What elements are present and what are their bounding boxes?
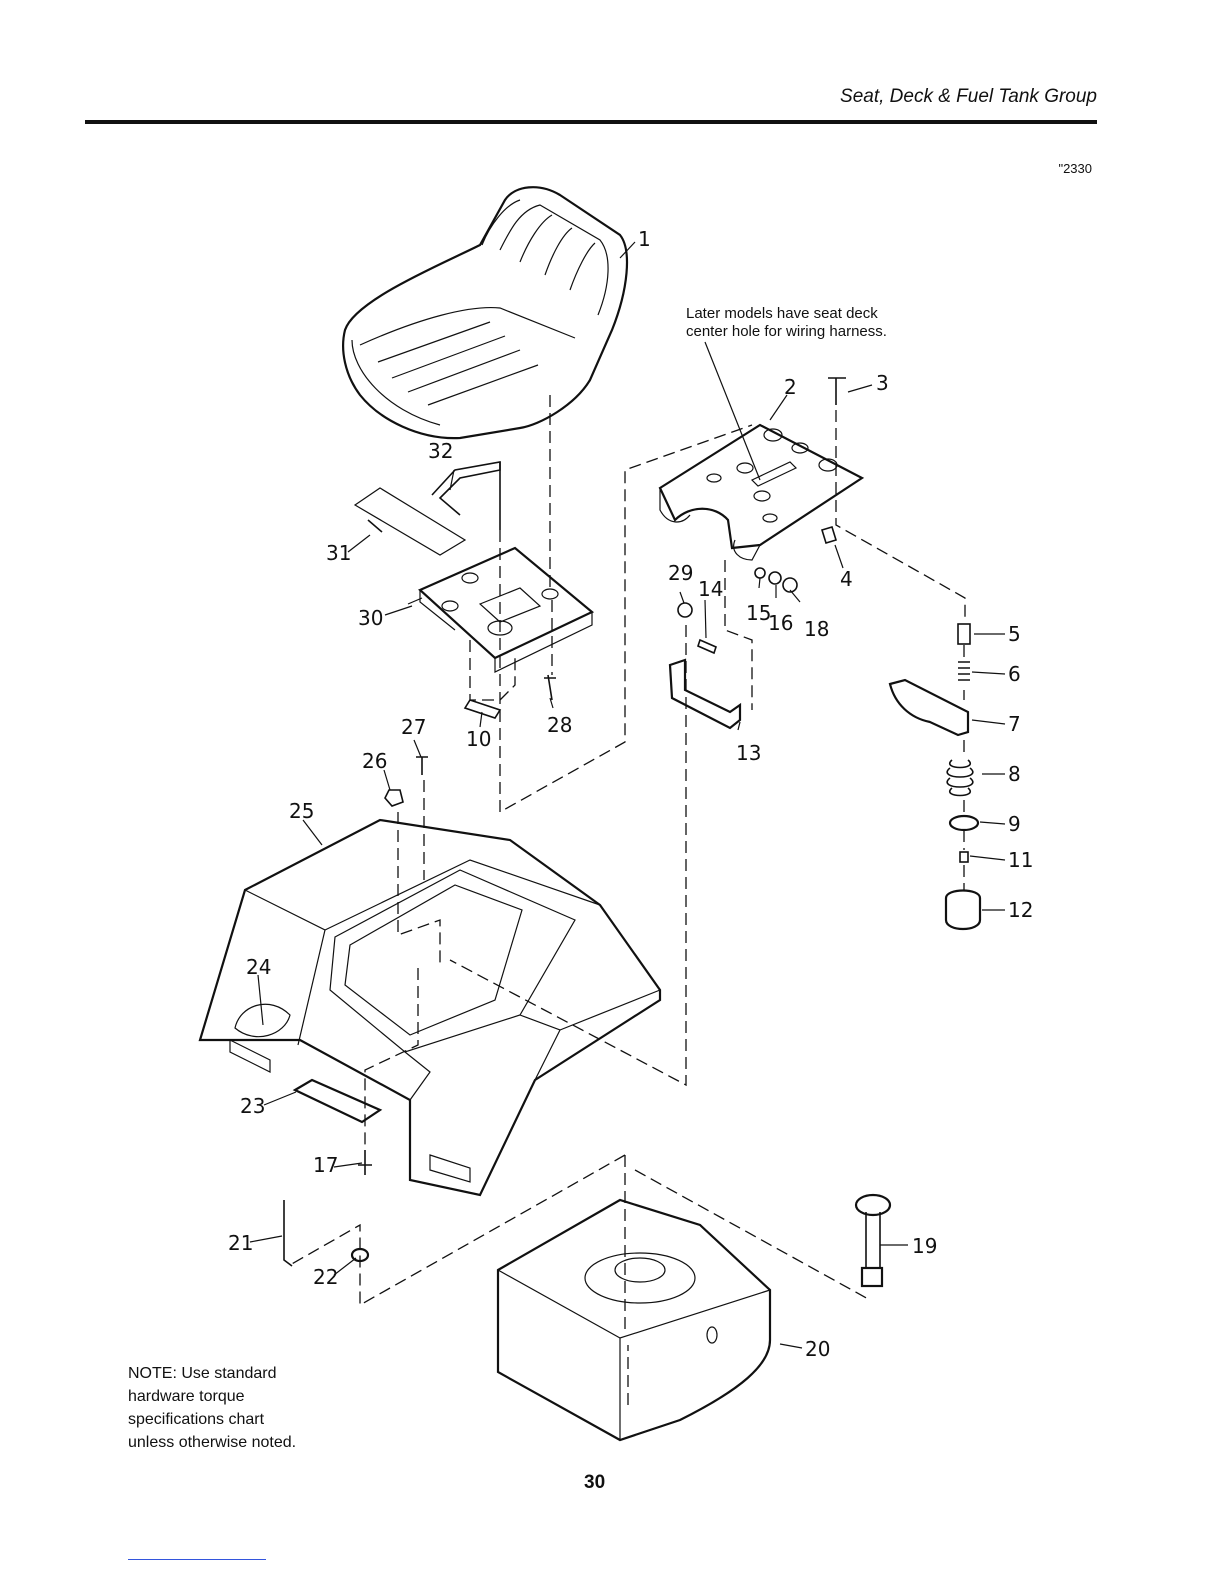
screw-17-part xyxy=(358,1150,372,1175)
nut-18 xyxy=(783,578,797,592)
spring-stack-parts xyxy=(890,624,980,929)
washer-29 xyxy=(678,603,692,617)
label-21: 21 xyxy=(228,1231,253,1255)
seat-part xyxy=(343,187,627,438)
leader-lines xyxy=(250,242,1005,1348)
label-18: 18 xyxy=(804,617,829,641)
part-labels: 1 2 3 4 5 6 7 8 9 10 11 12 13 14 15 16 1… xyxy=(228,227,1033,1361)
screw-27-part xyxy=(416,757,428,775)
screw-part xyxy=(544,675,556,700)
label-12: 12 xyxy=(1008,898,1033,922)
label-32: 32 xyxy=(428,439,453,463)
label-20: 20 xyxy=(805,1337,830,1361)
pin-and-rod-parts xyxy=(355,462,500,555)
plate-23-part xyxy=(295,1080,380,1122)
fender-body-part xyxy=(200,820,660,1195)
clip-part xyxy=(465,700,500,718)
label-30: 30 xyxy=(358,606,383,630)
bolt-14 xyxy=(698,640,716,653)
washer-15 xyxy=(755,568,765,578)
label-8: 8 xyxy=(1008,762,1021,786)
washer-16 xyxy=(769,572,781,584)
label-31: 31 xyxy=(326,541,351,565)
label-3: 3 xyxy=(876,371,889,395)
label-24: 24 xyxy=(246,955,271,979)
label-16: 16 xyxy=(768,611,793,635)
label-19: 19 xyxy=(912,1234,937,1258)
fuel-tank-part xyxy=(498,1200,770,1440)
label-13: 13 xyxy=(736,741,761,765)
label-14: 14 xyxy=(698,577,723,601)
label-29: 29 xyxy=(668,561,693,585)
label-5: 5 xyxy=(1008,622,1021,646)
label-4: 4 xyxy=(840,567,853,591)
label-9: 9 xyxy=(1008,812,1021,836)
label-17: 17 xyxy=(313,1153,338,1177)
label-1: 1 xyxy=(638,227,651,251)
bracket-13-part xyxy=(670,660,740,728)
label-25: 25 xyxy=(289,799,314,823)
label-10: 10 xyxy=(466,727,491,751)
label-27: 27 xyxy=(401,715,426,739)
fuel-line-21-part xyxy=(284,1200,292,1266)
label-22: 22 xyxy=(313,1265,338,1289)
fuel-gauge-part xyxy=(856,1195,890,1286)
label-26: 26 xyxy=(362,749,387,773)
label-6: 6 xyxy=(1008,662,1021,686)
label-7: 7 xyxy=(1008,712,1021,736)
screw-3-part xyxy=(828,378,846,405)
bushing-4-part xyxy=(822,527,836,543)
label-2: 2 xyxy=(784,375,797,399)
label-23: 23 xyxy=(240,1094,265,1118)
label-11: 11 xyxy=(1008,848,1033,872)
seat-deck-plate-part xyxy=(660,425,862,560)
label-28: 28 xyxy=(547,713,572,737)
nut-26-part xyxy=(385,790,403,806)
